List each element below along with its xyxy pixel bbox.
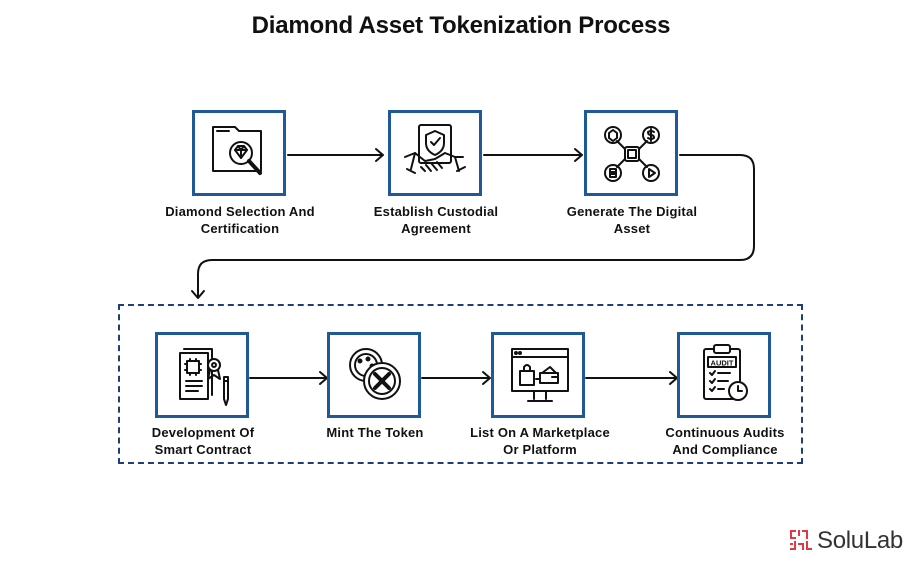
- step-label-marketplace: List On A Marketplace Or Platform: [470, 425, 610, 457]
- step-label-custodial-agreement: Establish Custodial Agreement: [373, 204, 499, 236]
- step-box-audits: AUDIT: [677, 332, 771, 418]
- step-box-custodial-agreement: [388, 110, 482, 196]
- step-label-digital-asset: Generate The Digital Asset: [566, 204, 698, 236]
- step-box-digital-asset: [584, 110, 678, 196]
- solulab-logo: SoluLab: [790, 526, 903, 556]
- bottom-steps-group: [118, 304, 803, 464]
- step-label-audits: Continuous Audits And Compliance: [665, 425, 785, 457]
- step-label-smart-contract: Development Of Smart Contract: [151, 425, 255, 457]
- step-box-marketplace: [491, 332, 585, 418]
- smart-contract-icon: [179, 348, 229, 406]
- arrow-1-2: [287, 148, 384, 162]
- step-box-mint-token: [327, 332, 421, 418]
- step-box-diamond-selection: [192, 110, 286, 196]
- marketplace-monitor-icon: [511, 348, 569, 402]
- digital-asset-network-icon: [604, 126, 660, 182]
- diagram-title: Diamond Asset Tokenization Process: [251, 12, 671, 39]
- diamond-certificate-icon: [212, 126, 262, 175]
- audit-clipboard-icon: AUDIT: [703, 344, 748, 401]
- audit-icon-text: AUDIT: [711, 359, 734, 368]
- arrow-2-3: [483, 148, 583, 162]
- solulab-logo-icon: [790, 530, 812, 550]
- handshake-shield-icon: [404, 124, 466, 174]
- step-label-mint-token: Mint The Token: [326, 425, 424, 440]
- token-coins-icon: [349, 348, 401, 400]
- brand-name: SoluLab: [817, 527, 903, 554]
- step-box-smart-contract: [155, 332, 249, 418]
- step-label-diamond-selection: Diamond Selection And Certification: [165, 204, 315, 236]
